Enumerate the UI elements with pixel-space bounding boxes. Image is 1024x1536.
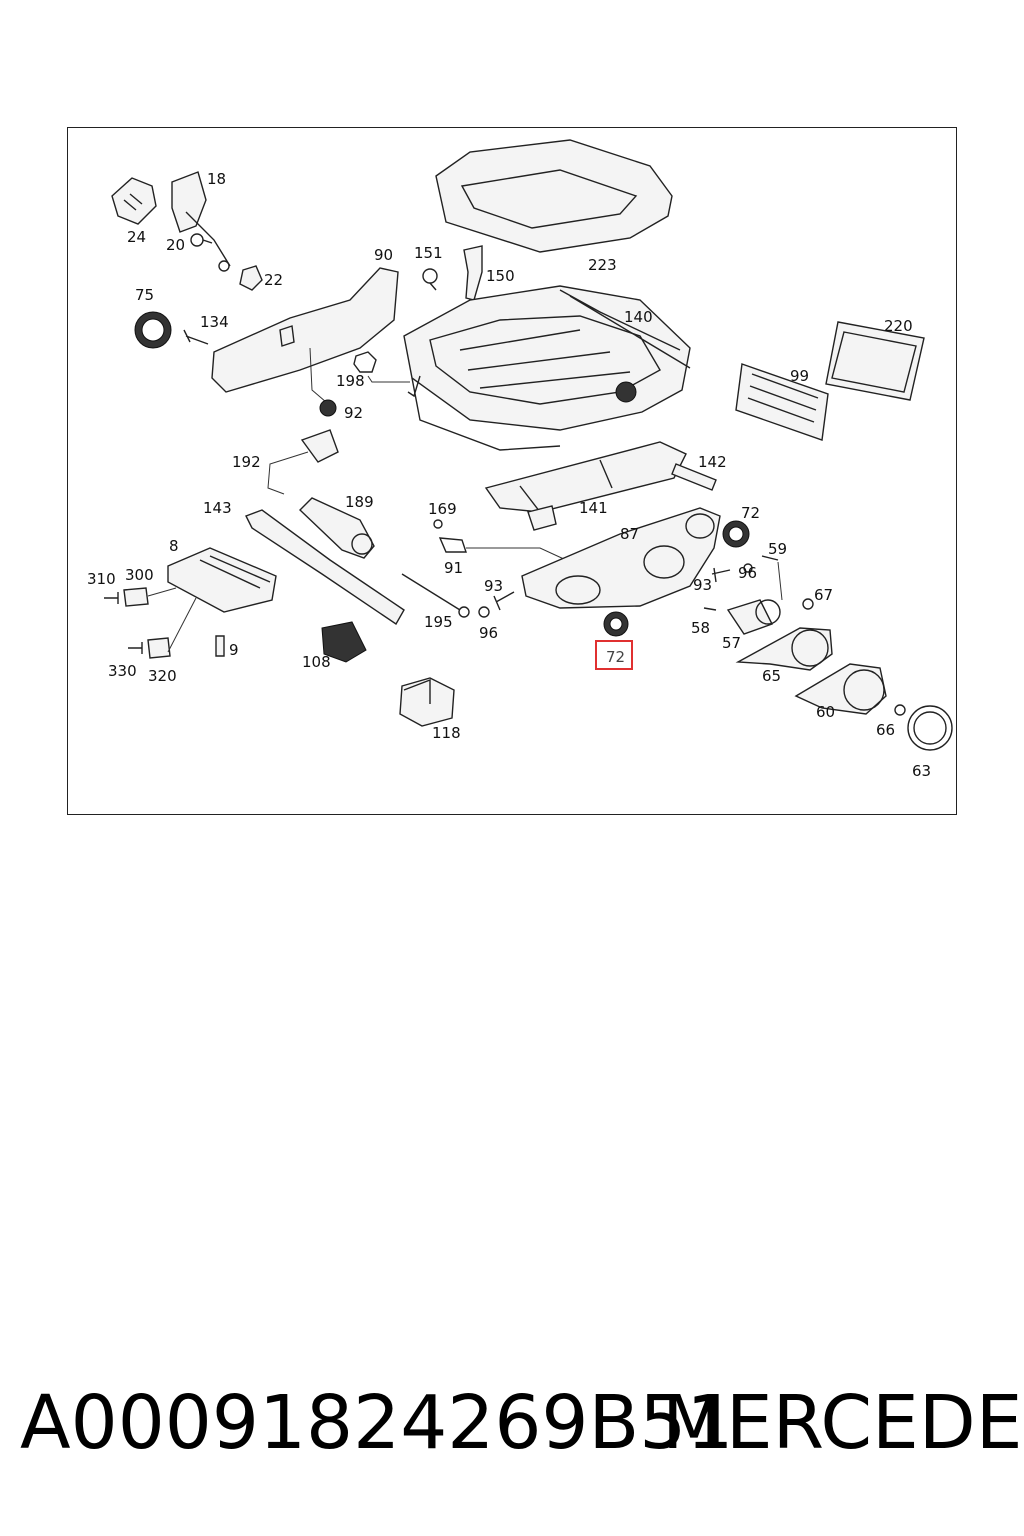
part-169-screw	[433, 519, 567, 561]
part-118-battery	[399, 677, 455, 727]
callout-67: 67	[814, 586, 833, 604]
part-108-switch	[321, 621, 367, 663]
part-99-bracket	[735, 363, 829, 441]
callout-134: 134	[200, 313, 229, 331]
part-58-screw	[703, 607, 717, 611]
callout-20: 20	[166, 236, 185, 254]
callout-192: 192	[232, 453, 261, 471]
callout-63: 63	[912, 762, 931, 780]
callout-91: 91	[444, 559, 463, 577]
callout-59: 59	[768, 540, 787, 558]
callout-169: 169	[428, 500, 457, 518]
part-72-gear-upper	[722, 520, 750, 548]
part-92-nut	[319, 399, 337, 417]
part-134-screw	[183, 329, 209, 345]
callout-92: 92	[344, 404, 363, 422]
part-72-gear-highlighted	[603, 611, 629, 637]
callout-198: 198	[336, 372, 365, 390]
part-195-rod	[401, 573, 461, 611]
part-63-cap	[907, 705, 953, 751]
part-141-actuator	[484, 441, 687, 531]
part-300-connector	[104, 587, 177, 607]
part-22-bracket	[239, 265, 263, 291]
part-87-side-cover	[521, 507, 721, 609]
callout-8: 8	[169, 537, 179, 555]
part-75-gear	[134, 311, 172, 349]
callout-93-left: 93	[484, 577, 503, 595]
callout-labels: 24 18 20 22 75 134 90 151 150 223 140 22…	[87, 170, 931, 780]
part-142-pin	[671, 463, 717, 491]
callout-320: 320	[148, 667, 177, 685]
part-67-clip	[802, 598, 814, 610]
part-20-bolt	[190, 233, 213, 247]
part-198-nut	[353, 351, 377, 373]
part-number: A00091824269B51	[20, 1380, 734, 1466]
callout-66: 66	[876, 721, 895, 739]
callout-150: 150	[486, 267, 515, 285]
part-9-pin	[215, 635, 225, 657]
part-189-motor	[298, 497, 375, 559]
callout-75: 75	[135, 286, 154, 304]
part-18-belt-buckle	[171, 171, 231, 272]
callout-96-right: 96	[738, 564, 757, 582]
part-192-cable	[267, 429, 339, 495]
callout-118: 118	[432, 724, 461, 742]
part-93-screw	[493, 591, 515, 611]
part-8-control-module	[167, 547, 277, 613]
callout-72-upper: 72	[741, 504, 760, 522]
callout-330: 330	[108, 662, 137, 680]
callout-142: 142	[698, 453, 727, 471]
part-223-seat-cushion	[435, 139, 673, 253]
part-96-washer	[478, 606, 490, 618]
part-65-lever	[735, 627, 833, 671]
part-151-bolt	[422, 268, 438, 291]
callout-140: 140	[624, 308, 653, 326]
callout-24: 24	[127, 228, 146, 246]
part-220-panel	[825, 321, 925, 401]
callout-310: 310	[87, 570, 116, 588]
callout-220: 220	[884, 317, 913, 335]
brand-name: MERCEDES	[662, 1380, 1024, 1466]
footer: A00091824269B51 MERCEDES	[0, 1380, 1024, 1480]
part-93-screw-right	[711, 567, 731, 583]
part-66-screw	[894, 704, 906, 716]
callout-57: 57	[722, 634, 741, 652]
callout-151: 151	[414, 244, 443, 262]
part-24-buckle-cover	[111, 177, 157, 225]
highlight-box	[595, 640, 633, 670]
highlighted-callout-label: 72	[606, 648, 625, 666]
callout-195: 195	[424, 613, 453, 631]
callout-96-left: 96	[479, 624, 498, 642]
callout-143: 143	[203, 499, 232, 517]
callout-65: 65	[762, 667, 781, 685]
part-96-washer-right	[743, 563, 753, 573]
part-90-side-trim	[211, 267, 399, 403]
callout-189: 189	[345, 493, 374, 511]
part-59-screw	[761, 555, 779, 561]
callout-60: 60	[816, 703, 835, 721]
callout-22: 22	[264, 271, 283, 289]
callout-9: 9	[229, 641, 239, 659]
callout-300: 300	[125, 566, 154, 584]
part-140-seat-frame	[403, 285, 691, 451]
highlighted-callout[interactable]: 72	[595, 640, 633, 670]
part-143-rail	[245, 509, 405, 626]
part-320-connector	[128, 597, 197, 659]
callout-108: 108	[302, 653, 331, 671]
callout-99: 99	[790, 367, 809, 385]
callout-87: 87	[620, 525, 639, 543]
callout-18: 18	[207, 170, 226, 188]
diagram-frame	[67, 127, 957, 815]
part-60-lever	[794, 663, 887, 715]
callout-223: 223	[588, 256, 617, 274]
callout-90: 90	[374, 246, 393, 264]
part-57-motor-mount	[726, 599, 781, 635]
callout-141: 141	[579, 499, 608, 517]
callout-58: 58	[691, 619, 710, 637]
part-150-bracket	[463, 245, 483, 301]
exploded-parts-diagram: 24 18 20 22 75 134 90 151 150 223 140 22…	[87, 139, 953, 780]
callout-93-right: 93	[693, 576, 712, 594]
part-195-head	[458, 606, 470, 618]
